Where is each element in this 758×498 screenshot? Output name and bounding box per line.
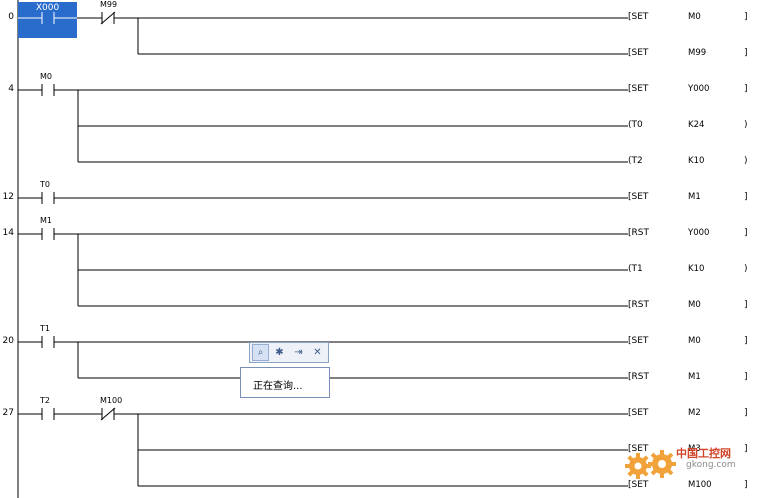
instruction-bracket: ] [744, 228, 748, 238]
instruction-operand: M100 [688, 480, 712, 490]
instruction-keyword: [SET [628, 12, 649, 22]
close-icon[interactable]: ✕ [313, 347, 322, 358]
contact-label: T0 [40, 180, 50, 189]
step-number: 12 [2, 192, 14, 202]
instruction-operand: M0 [688, 300, 701, 310]
query-status-popup: 正在查询... [240, 367, 330, 398]
contact-label: M100 [100, 396, 123, 405]
contact-label: M0 [40, 72, 52, 81]
step-number: 0 [8, 12, 14, 22]
instruction-operand: Y000 [688, 228, 710, 238]
instruction-bracket: ] [744, 48, 748, 58]
search-options-icon[interactable]: ⌕ [252, 344, 269, 361]
watermark-title: 中国工控网 [676, 447, 731, 460]
instruction-keyword: [SET [628, 408, 649, 418]
instruction-bracket: ] [744, 408, 748, 418]
selected-contact-icon [18, 12, 77, 24]
step-number: 14 [2, 228, 14, 238]
instruction-keyword: [SET [628, 444, 649, 454]
instruction-bracket: ] [744, 192, 748, 202]
contact-label: X000 [35, 3, 60, 13]
instruction-operand: Y000 [688, 84, 710, 94]
instruction-operand: K24 [688, 120, 705, 130]
selected-contact-cursor[interactable]: X000 [18, 2, 77, 38]
instruction-operand: K10 [688, 156, 705, 166]
instruction-keyword: [RST [628, 300, 649, 310]
instruction-operand: M1 [688, 192, 701, 202]
instruction-keyword: [SET [628, 48, 649, 58]
step-number: 4 [8, 84, 14, 94]
watermark: 中国工控网 gkong.com [622, 444, 754, 482]
floating-toolbar: ⌕ ✱ ⇥ ✕ [249, 342, 329, 363]
instruction-operand: K10 [688, 264, 705, 274]
instruction-operand: M3 [688, 444, 701, 454]
instruction-bracket: ) [744, 156, 748, 166]
instruction-keyword: [SET [628, 192, 649, 202]
instruction-bracket: ] [744, 300, 748, 310]
step-number: 20 [2, 336, 14, 346]
instruction-keyword: (T1 [628, 264, 643, 274]
watermark-url: gkong.com [686, 460, 736, 470]
query-status-text: 正在查询... [253, 381, 303, 392]
instruction-operand: M1 [688, 372, 701, 382]
instruction-keyword: [SET [628, 84, 649, 94]
contact-label: M1 [40, 216, 52, 225]
contact-label: M99 [100, 0, 118, 9]
instruction-bracket: ] [744, 480, 748, 490]
instruction-operand: M2 [688, 408, 701, 418]
contact-label: T2 [40, 396, 50, 405]
contact-nc-slash [100, 407, 116, 421]
instruction-bracket: ) [744, 264, 748, 274]
instruction-operand: M99 [688, 48, 707, 58]
settings-icon[interactable]: ✱ [275, 347, 284, 358]
instruction-bracket: ] [744, 84, 748, 94]
instruction-keyword: [SET [628, 336, 649, 346]
instruction-bracket: ] [744, 372, 748, 382]
contact-nc-slash [100, 11, 116, 25]
instruction-bracket: ] [744, 12, 748, 22]
instruction-keyword: (T0 [628, 120, 643, 130]
instruction-keyword: (T2 [628, 156, 643, 166]
gear-logo-icon [625, 450, 676, 479]
instruction-keyword: [SET [628, 480, 649, 490]
instruction-keyword: [RST [628, 372, 649, 382]
instruction-keyword: [RST [628, 228, 649, 238]
step-number: 27 [2, 408, 14, 418]
instruction-operand: M0 [688, 12, 701, 22]
instruction-operand: M0 [688, 336, 701, 346]
contact-label: T1 [40, 324, 50, 333]
instruction-bracket: ) [744, 120, 748, 130]
pin-icon[interactable]: ⇥ [294, 347, 303, 358]
instruction-bracket: ] [744, 444, 748, 454]
instruction-bracket: ] [744, 336, 748, 346]
